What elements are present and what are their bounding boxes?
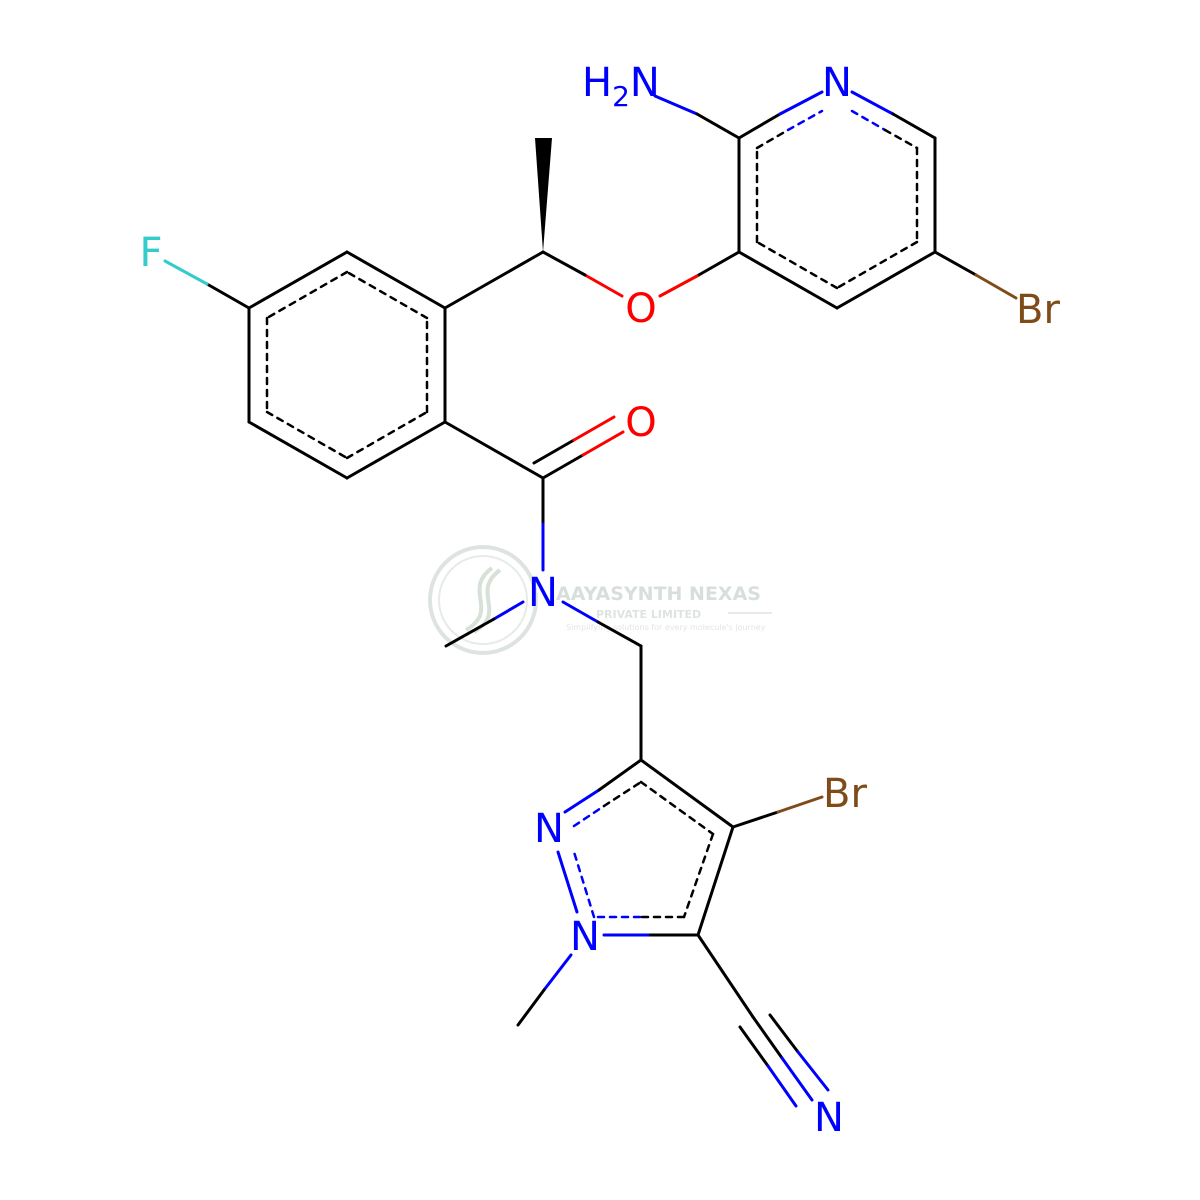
bond-benz-carbonyl <box>443 420 545 480</box>
amino-subscript: 2 <box>612 80 630 113</box>
bond-ether-c <box>695 250 741 278</box>
bond-pyr-c4-c3 <box>737 250 839 310</box>
bond-ether-o-right <box>658 274 699 298</box>
watermark-logo-inner-ring <box>438 555 528 645</box>
bond-ether-o-left <box>583 273 624 298</box>
bond-pyr-n-c6-blue <box>850 90 895 116</box>
atom-nitrile-n: N <box>814 1095 844 1141</box>
bond-cn-1a <box>751 1015 784 1060</box>
wedge-bond-methyl <box>535 138 552 252</box>
atom-amino-n: H2N <box>582 60 660 113</box>
bond-pyr-c2-n <box>737 112 782 140</box>
bond-cn-3b <box>766 1064 798 1108</box>
bond-co-2a <box>532 438 576 465</box>
amino-h: H <box>582 60 612 106</box>
bond-f-c <box>205 282 251 310</box>
bond-pz-n2-c3-blue <box>563 788 601 814</box>
bond-pz-n-methyl-black <box>516 988 546 1027</box>
bond-pz-n-methyl-blue <box>542 953 573 992</box>
bond-pz-c3-c4 <box>639 758 735 829</box>
bond-pz-n1-n2 <box>556 850 579 914</box>
bond-n-ch2-black <box>596 620 643 648</box>
bond-chiral-o <box>541 250 587 277</box>
atom-labels: H2N N Br F O O N Br N N N <box>139 60 1060 1141</box>
atom-pyrazole-n2: N <box>534 806 564 852</box>
bond-br-pz-c <box>731 810 780 829</box>
atom-ether-o: O <box>625 286 656 332</box>
bond-pz-c4-c5 <box>696 825 735 937</box>
bond-co-2b <box>572 415 616 442</box>
watermark-logo-ring <box>428 545 538 655</box>
atom-carbonyl-o: O <box>625 400 656 446</box>
amino-n: N <box>630 60 660 106</box>
bond-pyr-c5-c4 <box>835 250 937 310</box>
bond-benz-1 <box>345 250 447 310</box>
bond-co-1a <box>541 453 585 480</box>
watermark-company: AAYASYNTH NEXAS <box>556 583 761 605</box>
atom-amide-n: N <box>528 570 558 616</box>
bond-cn-2b <box>796 1050 830 1092</box>
bonds <box>163 90 1018 1108</box>
bond-n-methyl-blue <box>492 600 525 621</box>
watermark: AAYASYNTH NEXAS PRIVATE LIMITED Simplify… <box>428 545 772 655</box>
watermark-tagline: Simplifying solutions for every molecule… <box>566 623 766 632</box>
bond-br-pz <box>776 795 824 814</box>
bond-pyr-c6 <box>891 112 937 140</box>
bond-f <box>163 259 209 286</box>
atom-bromo-pyrazole: Br <box>823 771 867 817</box>
bond-pz-n2-c3-black <box>597 758 643 792</box>
watermark-subtitle: PRIVATE LIMITED <box>596 608 701 621</box>
bond-n-methyl-black <box>444 617 496 648</box>
atom-pyrazole-n1: N <box>570 914 600 960</box>
bond-cn-3a <box>738 1025 770 1068</box>
bond-pyr-n-c2-blue <box>778 90 824 116</box>
pyridine-aromatic-ring <box>755 109 919 290</box>
bond-cn-stem <box>696 933 755 1019</box>
bond-br-pyr <box>974 273 1018 300</box>
bond-chiral-benz <box>443 250 545 310</box>
bond-br-pyr-c <box>933 250 978 277</box>
bond-cn-1b <box>780 1056 814 1102</box>
bond-amino-n <box>653 94 699 116</box>
atom-bromo-pyridine: Br <box>1016 287 1060 333</box>
bond-n-ch2-blue <box>561 600 600 624</box>
bond-co-1b <box>581 430 625 457</box>
bond-benz-4 <box>247 420 349 480</box>
pyrazole-aromatic-ring <box>572 780 715 919</box>
atom-fluoro: F <box>139 230 162 276</box>
bond-cn-2a <box>768 1013 800 1054</box>
atom-pyridine-n: N <box>822 60 852 106</box>
bond-benz-2 <box>247 250 349 310</box>
bond-benz-5 <box>345 420 447 480</box>
benzene-aromatic-ring <box>265 270 429 460</box>
bond-amino-c <box>695 112 741 140</box>
